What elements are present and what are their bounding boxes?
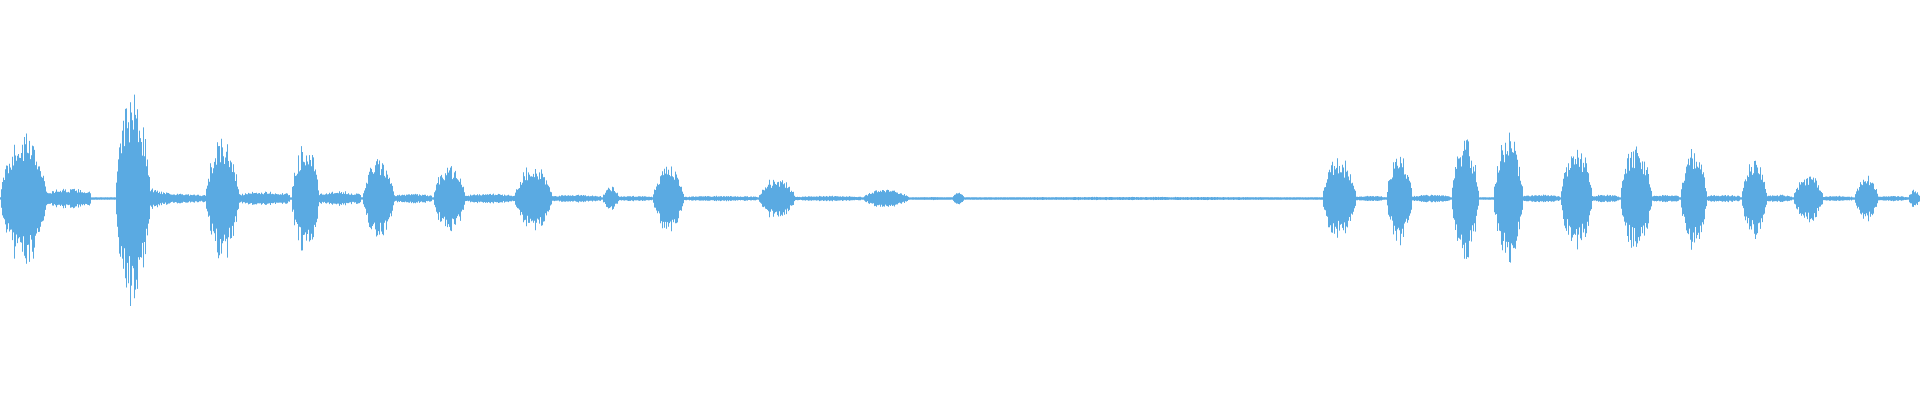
waveform-path (0, 94, 1920, 306)
waveform-bars (0, 94, 1920, 306)
